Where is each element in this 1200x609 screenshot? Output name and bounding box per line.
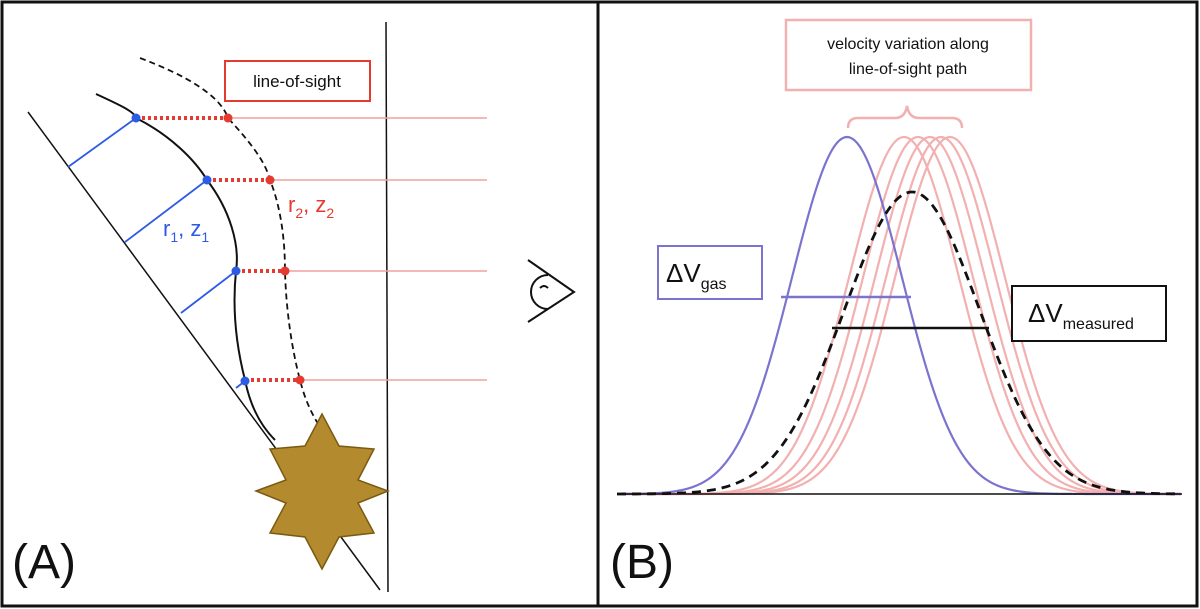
measured-gaussian	[616, 190, 1182, 496]
inner-surface-curve	[95, 93, 276, 441]
red-point-4	[295, 375, 305, 385]
blue-point-2	[202, 175, 212, 185]
dv-gas-label: ΔVgas	[666, 258, 727, 293]
velocity-variation-line2: line-of-sight path	[849, 61, 967, 78]
panel-b: velocity variation along line-of-sight p…	[610, 18, 1182, 589]
velocity-variation-line1: velocity variation along	[827, 36, 989, 53]
eye-icon	[527, 259, 576, 323]
star-icon	[253, 412, 391, 571]
panel-b-frame	[596, 0, 1199, 608]
panel-a-label: (A)	[12, 536, 76, 589]
r1-line-2	[124, 179, 208, 243]
brace-icon	[846, 105, 964, 129]
blue-point-4	[240, 376, 250, 386]
panel-b-label: (B)	[610, 536, 674, 589]
blue-point-1	[131, 113, 141, 123]
panel-a: line-of-sight r1, z1 r2, z2 (A)	[12, 21, 487, 593]
r2-z2-label: r2, z2	[288, 192, 334, 221]
r1-line-3	[180, 270, 237, 314]
los-label: line-of-sight	[253, 72, 341, 91]
dv-gas-box	[657, 245, 763, 300]
dv-measured-label: ΔVmeasured	[1028, 298, 1134, 333]
blue-point-3	[231, 266, 241, 276]
outer-surface-curve	[139, 57, 323, 431]
r1-z1-label: r1, z1	[163, 216, 209, 245]
red-point-1	[223, 113, 233, 123]
los-label-box	[224, 60, 371, 102]
velocity-variation-box	[784, 18, 1033, 92]
dv-measured-box	[1011, 285, 1167, 342]
r1-line-1	[67, 117, 137, 168]
red-point-3	[280, 266, 290, 276]
vertical-axis-line	[385, 21, 389, 593]
red-point-2	[265, 175, 275, 185]
